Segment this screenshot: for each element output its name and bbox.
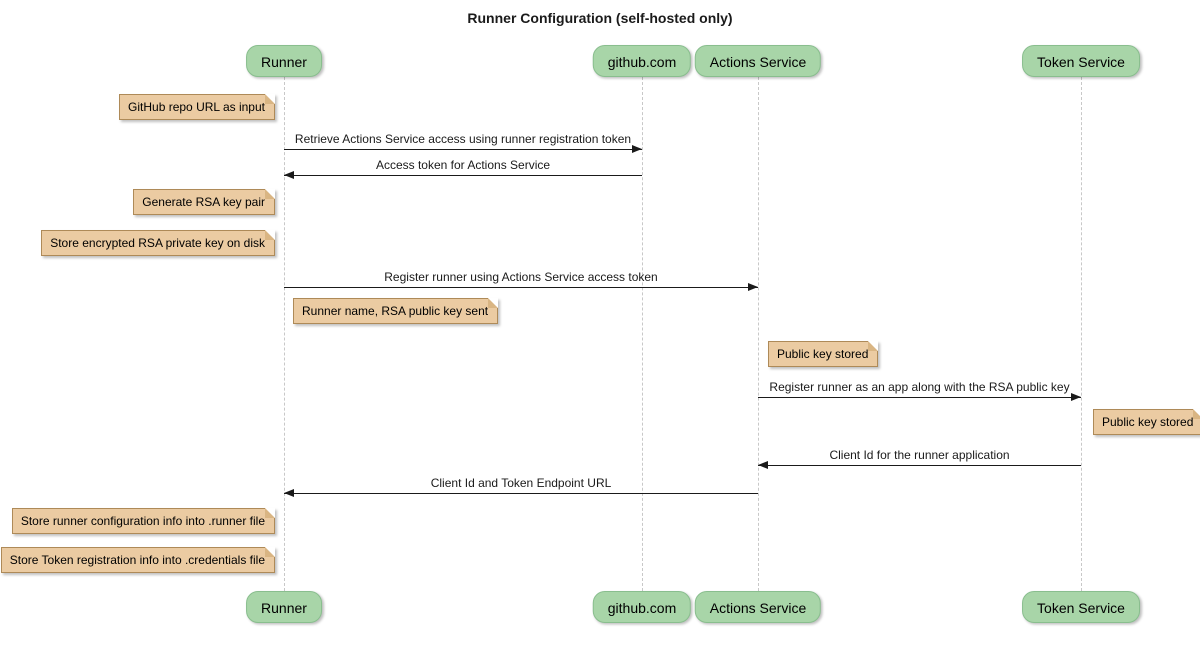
note: Generate RSA key pair: [133, 189, 275, 215]
message-label: Register runner as an app along with the…: [769, 380, 1070, 394]
message-label: Client Id for the runner application: [829, 448, 1010, 462]
arrowhead-icon: [748, 283, 758, 291]
message-line: [284, 175, 642, 176]
note: Store Token registration info into .cred…: [0, 547, 276, 573]
arrowhead-icon: [284, 171, 294, 179]
message-label: Retrieve Actions Service access using ru…: [294, 132, 632, 146]
diagram-title: Runner Configuration (self-hosted only): [467, 10, 733, 26]
participant-actions-service-bottom: Actions Service: [694, 591, 822, 623]
message-line: [758, 397, 1081, 398]
arrowhead-icon: [1071, 393, 1081, 401]
participant-github-bottom: github.com: [592, 591, 692, 623]
note: Public key stored: [1093, 409, 1200, 435]
message-line: [284, 287, 758, 288]
participant-token-service-top: Token Service: [1022, 45, 1140, 77]
note: GitHub repo URL as input: [119, 94, 275, 120]
message-label: Access token for Actions Service: [375, 158, 551, 172]
message-label: Client Id and Token Endpoint URL: [430, 476, 612, 490]
arrowhead-icon: [758, 461, 768, 469]
lifeline-token-service: [1081, 77, 1082, 591]
participant-actions-service-top: Actions Service: [694, 45, 822, 77]
message-line: [284, 149, 642, 150]
note: Store runner configuration info into .ru…: [11, 508, 276, 534]
participant-github-top: github.com: [592, 45, 692, 77]
lifeline-actions-service: [758, 77, 759, 591]
note: Runner name, RSA public key sent: [293, 298, 499, 324]
message-label: Register runner using Actions Service ac…: [384, 270, 658, 284]
lifeline-github: [642, 77, 643, 591]
lifeline-runner: [284, 77, 285, 591]
participant-token-service-bottom: Token Service: [1022, 591, 1140, 623]
note: Store encrypted RSA private key on disk: [41, 230, 275, 256]
message-line: [284, 493, 758, 494]
note: Public key stored: [768, 341, 879, 367]
message-line: [758, 465, 1081, 466]
participant-runner-top: Runner: [246, 45, 322, 77]
participant-runner-bottom: Runner: [246, 591, 322, 623]
arrowhead-icon: [632, 145, 642, 153]
arrowhead-icon: [284, 489, 294, 497]
